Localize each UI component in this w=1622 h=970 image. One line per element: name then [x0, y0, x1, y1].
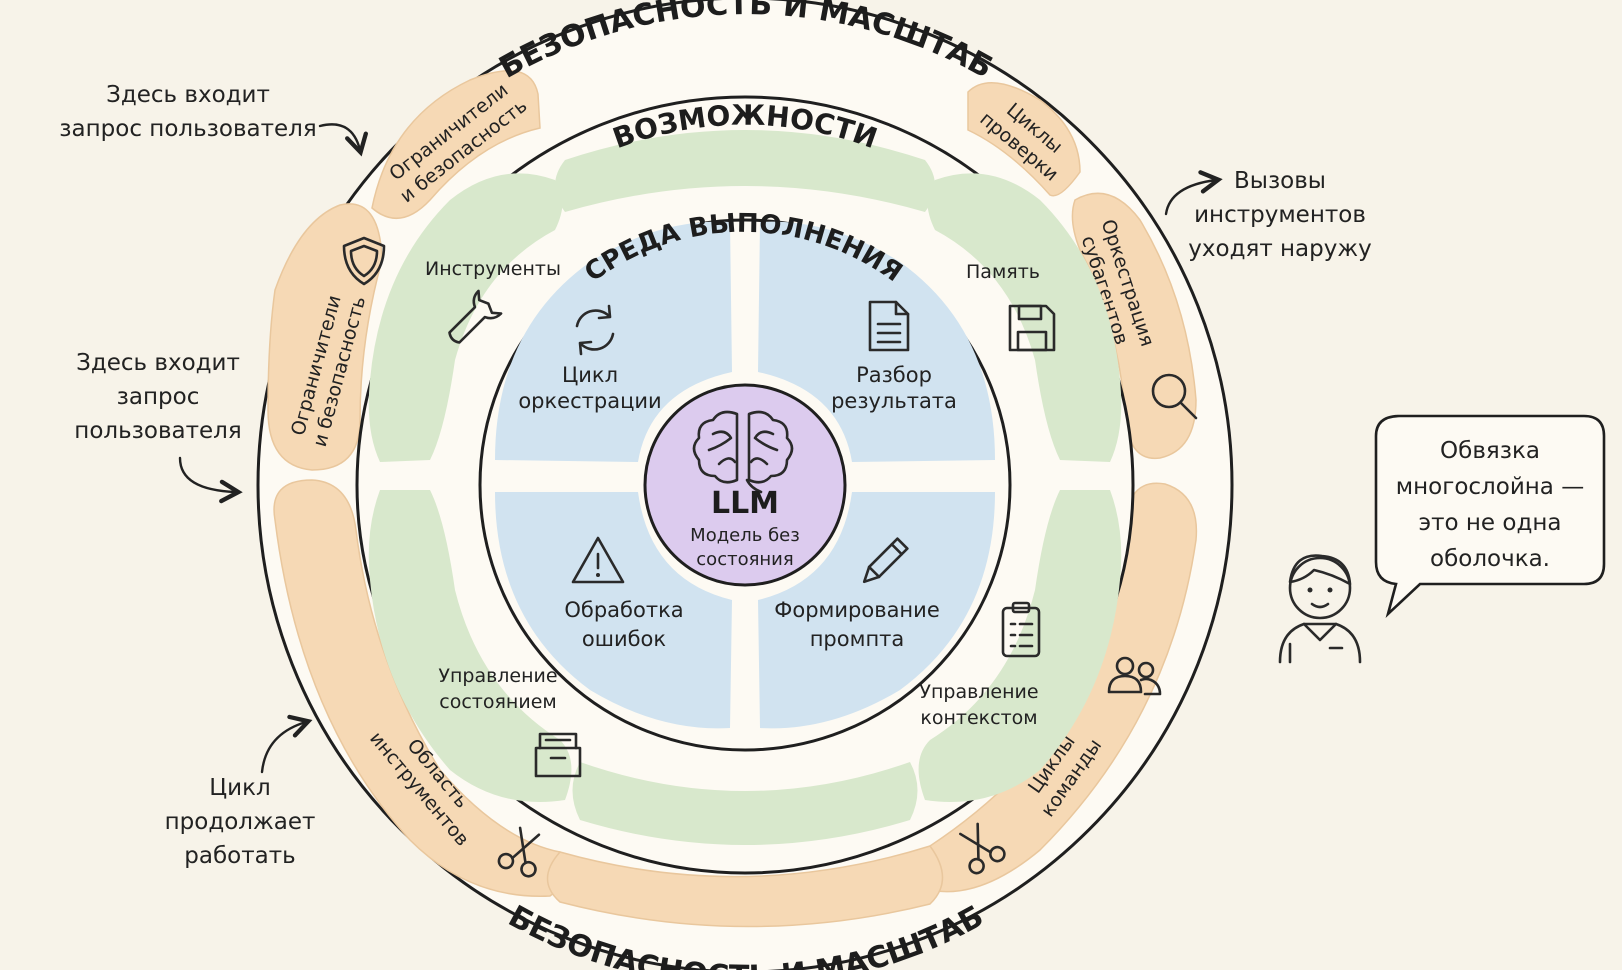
capability-tools: Инструменты	[425, 258, 561, 344]
pad-result-parsing	[758, 221, 995, 462]
capability-state-line2: состоянием	[439, 691, 556, 713]
runtime-ring-pads	[495, 221, 995, 729]
speech-bubble-line3: это не одна	[1418, 510, 1561, 536]
speech-bubble-line4: оболочка.	[1430, 546, 1550, 572]
pad-guardrails-top	[371, 69, 541, 220]
runtime-error-handling-line2: ошибок	[582, 627, 666, 651]
runtime-prompt-building: Формирование промпта	[774, 537, 940, 651]
runtime-result-parsing-line1: Разбор	[856, 363, 932, 387]
refresh-icon	[575, 304, 615, 356]
pad-verify-loops	[967, 81, 1081, 197]
capability-tools-label: Инструменты	[425, 258, 561, 280]
capability-context: Управление контекстом	[919, 601, 1041, 729]
pad-guardrails-left	[267, 203, 383, 471]
capability-memory-label: Память	[966, 261, 1040, 283]
runtime-orchestration-loop-line2: оркестрации	[518, 389, 661, 413]
capability-memory: Память	[966, 261, 1056, 352]
llm-subtitle-line2: состояния	[696, 549, 793, 570]
annotation-loop-continues-line1: Цикл	[209, 775, 270, 801]
arrow-loop-continues	[260, 714, 313, 774]
capability-state: Управление состоянием	[438, 665, 582, 778]
team-icon	[1107, 656, 1162, 696]
annotation-tool-calls-line3: уходят наружу	[1188, 236, 1371, 262]
llm-core-circle	[643, 383, 847, 587]
magnifier-icon	[1151, 373, 1198, 420]
runtime-ring: СРЕДА ВЫПОЛНЕНИЯ Цикл оркестрации Разбор…	[478, 209, 1012, 752]
capability-state-line1: Управление	[438, 665, 557, 687]
runtime-error-handling-line1: Обработка	[564, 598, 683, 622]
speech-bubble-line1: Обвязка	[1440, 438, 1540, 464]
annotation-user-request-top-line2: запрос пользователя	[59, 116, 316, 142]
runtime-result-parsing: Разбор результата	[831, 300, 957, 413]
annotation-loop-continues: Цикл продолжает работать	[165, 714, 316, 869]
annotation-tool-calls-line2: инструментов	[1194, 202, 1366, 228]
pad-bottom	[572, 762, 918, 845]
checklist-icon	[1001, 601, 1041, 658]
runtime-orchestration-loop: Цикл оркестрации	[518, 304, 662, 413]
annotation-tool-calls-line1: Вызовы	[1234, 168, 1326, 194]
llm-core: LLM Модель без состояния	[643, 383, 847, 587]
pad-bottom-title	[546, 845, 944, 928]
scissors-icon	[497, 826, 541, 878]
scissors-icon	[959, 822, 1006, 875]
speech-bubble-shape	[1374, 414, 1606, 619]
pad-state	[368, 490, 572, 802]
warning-icon	[571, 536, 625, 584]
pad-prompt-building	[758, 492, 995, 729]
security-segment-pads	[267, 69, 1198, 928]
arrow-user-request-top	[318, 123, 368, 157]
pencil-icon	[862, 537, 909, 584]
annotation-loop-continues-line2: продолжает	[165, 809, 316, 835]
runtime-orchestration-loop-line1: Цикл	[562, 363, 618, 387]
annotation-user-request-left-line3: пользователя	[74, 418, 241, 444]
runtime-prompt-building-line2: промпта	[810, 627, 905, 651]
llm-subtitle-line1: Модель без	[690, 525, 800, 546]
floppy-disk-icon	[1008, 304, 1056, 352]
pad-memory	[927, 173, 1122, 463]
runtime-result-parsing-line2: результата	[831, 389, 957, 413]
annotation-user-request-left-line1: Здесь входит	[76, 350, 240, 376]
pad-capabilities-title	[555, 130, 935, 212]
speech-bubble: Обвязка многослойна — это не одна оболоч…	[1374, 414, 1606, 619]
pad-error-handling	[495, 492, 732, 729]
pad-orchestration-loop	[495, 221, 732, 462]
arrow-tool-calls	[1164, 170, 1223, 216]
capability-context-line2: контекстом	[920, 707, 1037, 729]
wrench-icon	[448, 289, 503, 344]
runtime-prompt-building-line1: Формирование	[774, 598, 939, 622]
brain-icon	[692, 410, 794, 494]
annotation-loop-continues-line3: работать	[184, 843, 295, 869]
capability-context-line1: Управление	[919, 681, 1038, 703]
annotation-user-request-top: Здесь входит запрос пользователя	[59, 82, 368, 157]
speech-bubble-line2: многослойна —	[1396, 474, 1584, 500]
annotation-user-request-top-line1: Здесь входит	[106, 82, 270, 108]
person-figure	[1278, 554, 1362, 664]
arrow-user-request-left	[178, 456, 243, 504]
document-icon	[868, 300, 910, 352]
annotation-user-request-left-line2: запрос	[117, 384, 200, 410]
shield-icon	[342, 236, 386, 286]
file-box-icon	[534, 732, 582, 778]
annotation-user-request-left: Здесь входит запрос пользователя	[74, 350, 243, 504]
annotation-tool-calls: Вызовы инструментов уходят наружу	[1164, 168, 1372, 262]
llm-title: LLM	[711, 486, 779, 521]
runtime-error-handling: Обработка ошибок	[564, 536, 684, 651]
